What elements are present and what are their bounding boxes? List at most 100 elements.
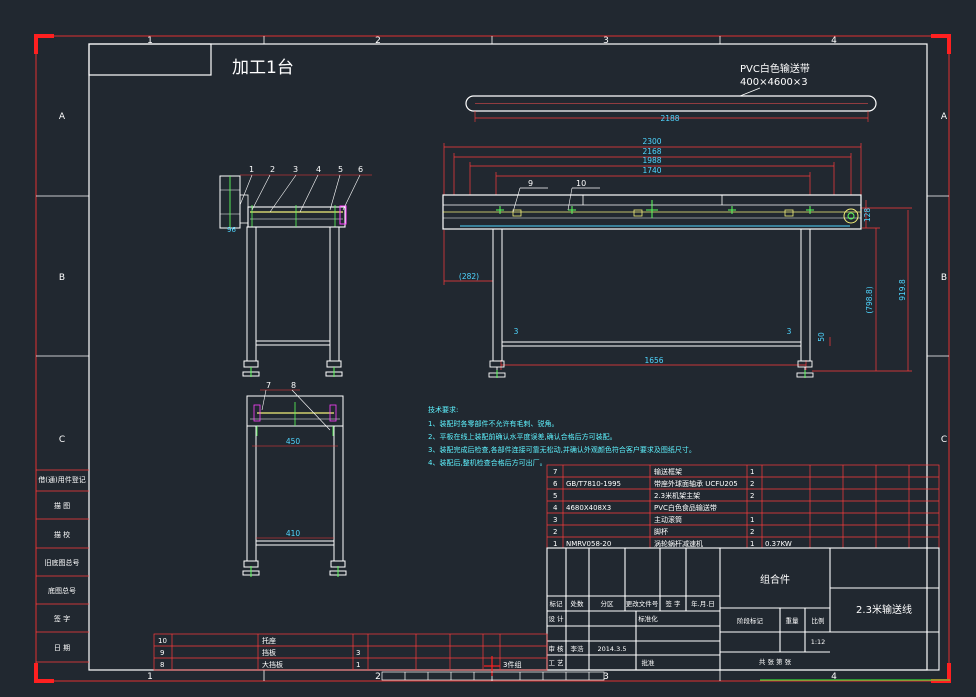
side-balloon-leaders [239,174,361,213]
bom-row-5-qty: 2 [750,492,754,500]
front-dim-1740: 1740 [642,166,661,175]
side-dim-96: 96 [227,226,236,234]
misc-parts-table[interactable]: 10 托座 9 挡板 3 8 大挡板 1 3件组 [153,633,548,676]
bom-row-4-name: PVC白色食品输送带 [654,503,717,512]
title-component-type: 组合件 [760,573,790,586]
left-label-5: 签 字 [54,614,70,623]
side-balloon-6: 6 [358,165,363,174]
title-block[interactable]: 组合件 2.3米输送线 标记 处数 分区 更改文件号 签 字 年.月.日 设 计… [546,547,940,671]
title-designer: 李浩 [571,644,585,653]
left-label-1: 描 图 [54,501,70,510]
bom-row-7-qty: 1 [750,468,754,476]
bom-row-3-no: 3 [553,516,557,524]
zone-row-a: A [59,112,66,122]
front-dim-1988: 1988 [642,156,661,165]
title-header-1: 处数 [571,599,585,608]
misc-row-8-no: 8 [160,661,164,669]
bom-row-3-qty: 1 [750,516,754,524]
bottom-dim-410: 410 [286,529,301,538]
side-legs [242,226,343,377]
tech-note-title: 技术要求: [428,405,458,414]
front-dim-3-right: 3 [787,327,792,336]
title-sheet-text: 共 张 第 张 [759,657,792,666]
zone-row-c: C [59,435,65,445]
left-label-4: 底图总号 [48,586,76,595]
zone-col-3-bottom: 3 [603,672,609,682]
zone-row-b: B [59,273,65,283]
side-frame-top [247,206,346,228]
zone-row-b-right: B [941,273,947,283]
bom-row-3-name: 主动滚筒 [654,515,682,524]
zone-col-2: 2 [375,36,381,46]
misc-row-9-no: 9 [160,649,164,657]
title-header-4: 签 字 [665,599,681,608]
title-stage-label: 阶段标记 [737,616,764,625]
bom-row-6-code: GB/T7810-1995 [566,480,621,488]
title-scale-value: 1:12 [811,638,826,646]
front-dim-1656: 1656 [644,356,663,365]
title-approve-label: 批准 [642,658,656,667]
title-row-review: 审 核 [548,644,564,653]
bottom-legs [242,425,347,576]
front-dim-2300: 2300 [642,137,661,146]
belt-label-line2: 400×4600×3 [740,77,808,88]
front-balloon-10: 10 [576,179,586,188]
title-header-5: 年.月.日 [691,599,715,608]
front-dim-128: 128 [863,208,872,223]
left-label-0: 借(通)用件登记 [38,475,85,484]
bom-row-1-qty: 1 [750,540,754,548]
zone-row-c-right: C [941,435,947,445]
side-balloon-4: 4 [316,165,321,174]
title-note: 加工1台 [232,58,294,78]
belt-outline [465,95,877,112]
title-std-label: 标准化 [638,614,658,623]
bom-row-2-qty: 2 [750,528,754,536]
title-header-3: 更改文件号 [626,599,659,608]
bom-row-5-name: 2.3米机架主架 [654,491,700,500]
side-balloon-2: 2 [270,165,275,174]
belt-drawing[interactable]: PVC白色输送带 400×4600×3 2188 [465,62,877,123]
misc-row-8-name: 大挡板 [262,660,283,669]
belt-label-line1: PVC白色输送带 [740,62,810,75]
front-legs [492,228,811,362]
misc-row-10-name: 托座 [262,636,276,645]
bottom-balloon-7: 7 [266,381,271,390]
front-balloon-9: 9 [528,179,533,188]
left-label-6: 日 期 [54,644,70,652]
bom-row-2-name: 脚杯 [654,527,668,536]
left-label-column: 借(通)用件登记 描 图 描 校 旧底图总号 底图总号 签 字 日 期 [36,469,89,663]
front-dim-3-left: 3 [514,327,519,336]
tech-notes: 技术要求: 1、装配时各零部件不允许有毛刺、锐角。 2、平板在线上装配前确认水平… [428,405,696,467]
bom-row-1-note: 0.37KW [765,540,792,548]
misc-row-9-qty: 3 [356,649,360,657]
name-box [88,43,212,76]
front-dim-2168: 2168 [642,147,661,156]
front-drive-roller [843,208,859,224]
tech-note-3: 3、装配完成后检查,各部件连接可靠无松动,并确认外观颜色符合客户要求及图纸尺寸。 [428,445,696,454]
bottom-view[interactable]: 7 8 450 410 [242,381,347,577]
tech-note-2: 2、平板在线上装配前确认水平度误差,确认合格后方可装配。 [428,432,617,441]
front-view[interactable]: 2300 2168 1988 1740 (282) 1656 3 3 50 12… [442,137,912,378]
title-drawing-name: 2.3米输送线 [856,603,912,616]
misc-row-8-qty: 1 [356,661,360,669]
bom-row-6-name: 带座外球面轴承 UCFU205 [654,479,738,488]
side-view[interactable]: 1 2 3 4 5 6 96 [219,165,372,377]
belt-dim-length: 2188 [660,114,679,123]
zone-col-2-bottom: 2 [375,672,381,682]
zone-col-4-bottom: 4 [831,672,837,682]
title-row-process: 工 艺 [548,659,564,667]
outer-frame [35,35,950,682]
bom-table[interactable]: 7 输送框架 1 6 GB/T7810-1995 带座外球面轴承 UCFU205… [546,464,940,549]
title-weight-label: 重量 [786,617,800,625]
bottom-dim-450: 450 [286,437,301,446]
bom-row-6-qty: 2 [750,480,754,488]
misc-row-9-name: 挡板 [262,648,276,657]
tech-note-1: 1、装配时各零部件不允许有毛刺、锐角。 [428,419,558,428]
left-label-2: 描 校 [54,530,70,539]
zone-row-a-right: A [941,112,948,122]
zone-col-3: 3 [603,36,609,46]
side-balloon-1: 1 [249,165,254,174]
corner-markers [34,34,951,683]
bottom-strip [381,671,605,681]
